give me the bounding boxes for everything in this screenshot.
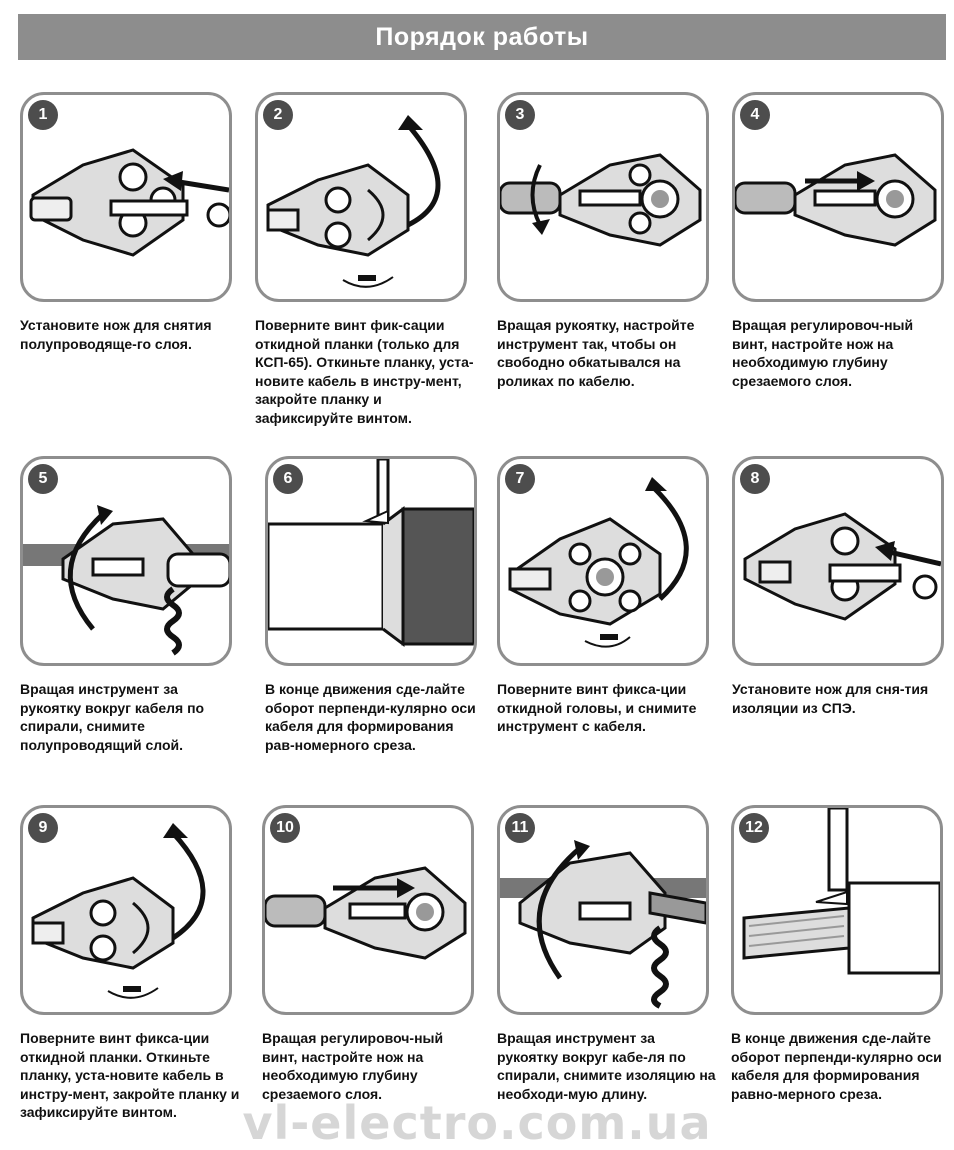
step-caption: Установите нож для снятия полупроводяще-…	[20, 317, 212, 352]
tool-illustration	[23, 505, 229, 656]
step-number-badge: 12	[739, 813, 769, 843]
step-number-badge: 11	[505, 813, 535, 843]
step-number-badge: 6	[273, 464, 303, 494]
cable-cut-illustration	[742, 808, 940, 975]
step-illustration	[265, 456, 477, 666]
watermark: vl-electro.com.ua	[242, 1096, 712, 1150]
step-caption: В конце движения сде-лайте оборот перпен…	[731, 1030, 942, 1102]
step-number-badge: 7	[505, 464, 535, 494]
step-caption: Поверните винт фикса-ции откидной головы…	[497, 681, 697, 734]
tool-illustration	[500, 153, 702, 247]
step-illustration	[20, 92, 232, 302]
step-illustration	[732, 92, 944, 302]
tool-illustration	[743, 512, 941, 621]
step-illustration	[497, 456, 709, 666]
step-illustration	[255, 92, 467, 302]
step-caption: Вращая регулировоч-ный винт, настройте н…	[732, 317, 914, 389]
step-illustration	[497, 92, 709, 302]
step-illustration	[497, 805, 709, 1015]
tool-illustration	[735, 153, 937, 247]
step-caption: Поверните винт фикса-ции откидной планки…	[20, 1030, 240, 1120]
step-illustration	[262, 805, 474, 1015]
tool-illustration	[31, 823, 206, 999]
step-caption: Вращая регулировоч-ный винт, настройте н…	[262, 1030, 444, 1102]
cable-cut-illustration	[268, 459, 474, 647]
step-caption: Вращая инструмент за рукоятку вокруг каб…	[497, 1030, 716, 1102]
step-illustration	[20, 456, 232, 666]
step-number-badge: 10	[270, 813, 300, 843]
step-number-badge: 2	[263, 100, 293, 130]
step-number-badge: 1	[28, 100, 58, 130]
tool-illustration	[265, 866, 467, 960]
page-title: Порядок работы	[18, 14, 946, 60]
tool-illustration	[508, 477, 689, 648]
step-number-badge: 5	[28, 464, 58, 494]
step-caption: Вращая инструмент за рукоятку вокруг каб…	[20, 681, 205, 753]
step-caption: Вращая рукоятку, настройте инструмент та…	[497, 317, 695, 389]
tool-illustration	[500, 840, 706, 1009]
step-caption: Поверните винт фик-сации откидной планки…	[255, 317, 474, 426]
step-illustration	[731, 805, 943, 1015]
step-number-badge: 4	[740, 100, 770, 130]
step-number-badge: 9	[28, 813, 58, 843]
step-caption: В конце движения сде-лайте оборот перпен…	[265, 681, 476, 753]
tool-illustration	[266, 115, 441, 288]
step-caption: Установите нож для сня-тия изоляции из С…	[732, 681, 929, 716]
step-illustration	[732, 456, 944, 666]
step-number-badge: 3	[505, 100, 535, 130]
tool-illustration	[29, 148, 229, 257]
step-number-badge: 8	[740, 464, 770, 494]
step-illustration	[20, 805, 232, 1015]
